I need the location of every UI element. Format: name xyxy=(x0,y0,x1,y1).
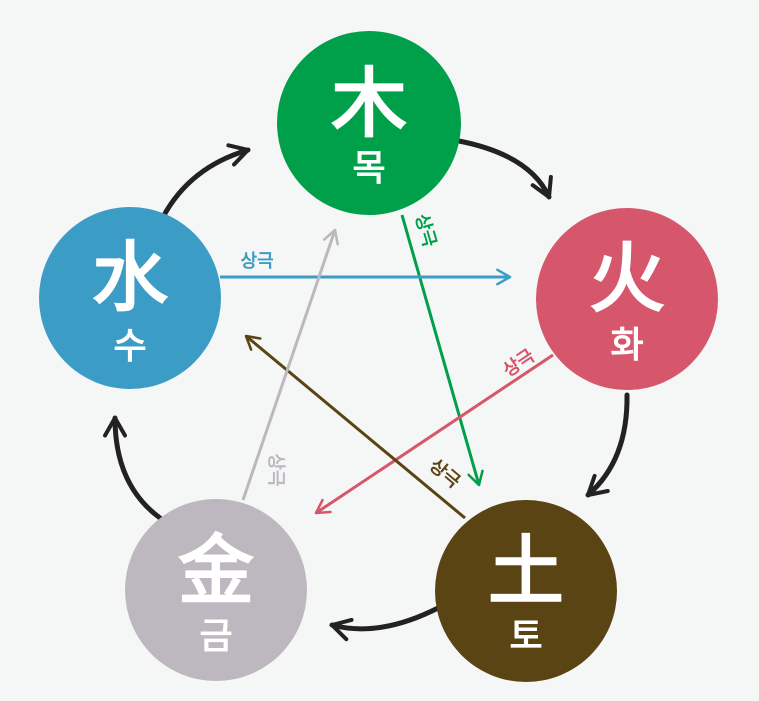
arrow-earth-to-water xyxy=(244,334,466,520)
fire-hanja: 火 xyxy=(589,234,665,323)
label-earth-to-water: 상극 xyxy=(425,455,464,492)
earth-hangul: 토 xyxy=(509,616,542,657)
controlling-cycle xyxy=(220,214,554,520)
metal-hanja: 金 xyxy=(177,526,255,615)
fire-circle xyxy=(536,208,718,390)
arrow-earth-to-metal xyxy=(329,604,443,642)
arrow-metal-to-wood xyxy=(241,228,340,501)
wood-hanja: 木 xyxy=(331,59,407,148)
label-wood-to-earth: 상극 xyxy=(411,212,440,250)
arrow-fire-to-earth xyxy=(585,392,630,498)
element-metal: 金 금 xyxy=(125,499,307,681)
label-fire-to-metal: 상극 xyxy=(499,345,538,381)
element-wood: 木 목 xyxy=(277,31,461,215)
element-earth: 土 토 xyxy=(435,500,617,682)
controlling-labels: 상극 상극 상극 상극 상극 xyxy=(240,212,538,493)
water-hanja: 水 xyxy=(92,233,169,322)
earth-hanja: 土 xyxy=(488,527,564,616)
arrow-wood-to-fire xyxy=(456,138,553,200)
arrow-water-to-wood xyxy=(160,143,251,220)
metal-hangul: 금 xyxy=(199,616,232,657)
earth-circle xyxy=(435,500,617,682)
fire-hangul: 화 xyxy=(610,325,643,366)
element-fire: 火 화 xyxy=(536,208,718,390)
arrow-metal-to-water xyxy=(103,415,163,521)
arrow-fire-to-metal xyxy=(314,353,554,515)
water-circle xyxy=(39,207,221,389)
arrow-wood-to-earth xyxy=(400,214,484,487)
label-water-to-fire: 상극 xyxy=(240,251,273,272)
wood-circle xyxy=(277,31,461,215)
wood-hangul: 목 xyxy=(352,148,385,189)
metal-circle xyxy=(125,499,307,681)
water-hangul: 수 xyxy=(113,326,146,367)
element-water: 水 수 xyxy=(39,207,221,389)
label-metal-to-wood: 상극 xyxy=(265,453,286,486)
generating-cycle xyxy=(103,138,630,642)
